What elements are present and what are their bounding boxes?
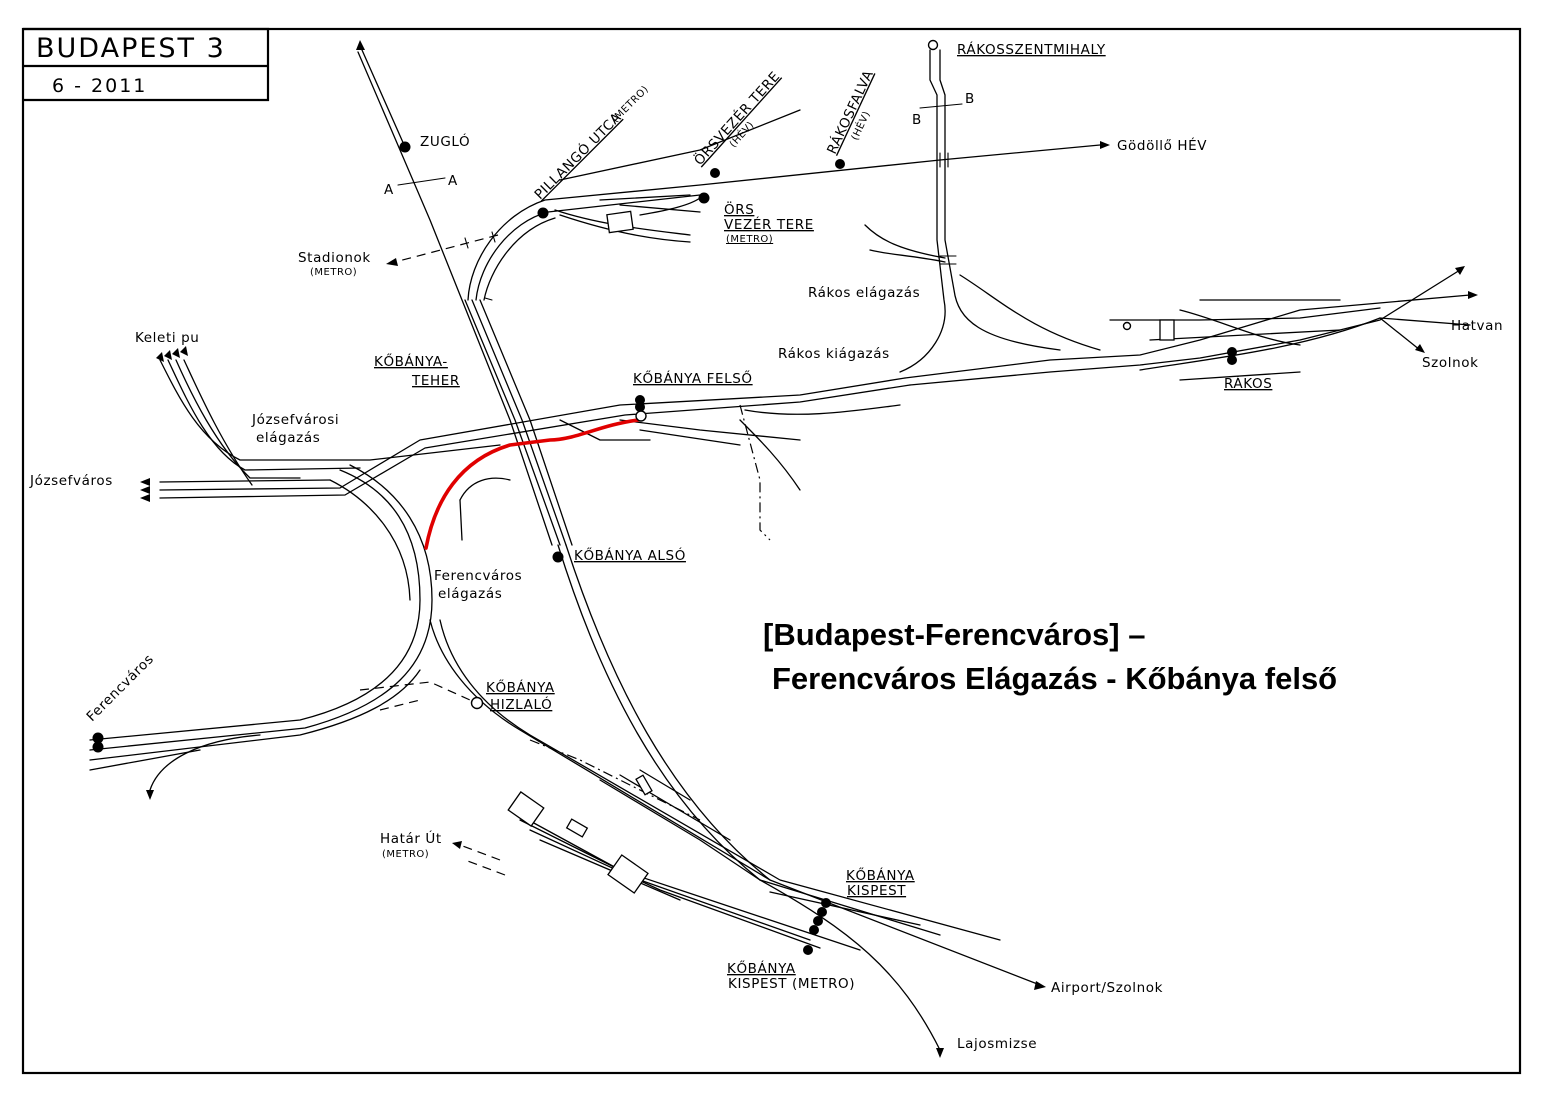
- track-network: [89, 40, 1478, 1058]
- station-dot-kobanya-hizlalo: [470, 696, 484, 710]
- station-dot-rakosfalva: [835, 159, 845, 169]
- label-hatvan: Hatvan: [1451, 318, 1503, 334]
- label-jozsefvarosi-2: elágazás: [256, 430, 320, 446]
- label-ors-vezer-2: VEZÉR TERE: [724, 216, 814, 233]
- station-dot-kobanya-felso-1: [635, 395, 645, 405]
- label-jozsefvarosi-1: Józsefvárosi: [251, 412, 339, 428]
- label-zuglo: ZUGLÓ: [420, 132, 470, 150]
- label-ferencvaros-el-1: Ferencváros: [434, 568, 522, 584]
- label-stadionok: Stadionok: [298, 250, 371, 266]
- label-kobanya-teher-1: KŐBÁNYA-: [374, 352, 448, 370]
- buildings: [507, 210, 1175, 894]
- depot-building-ors: [606, 210, 634, 234]
- map-date: 6 - 2011: [52, 75, 147, 97]
- label-kobanya-kispest-1: KŐBÁNYA: [846, 866, 915, 884]
- highlighted-route: [424, 418, 640, 550]
- label-ors-vezer-1: ÖRS: [724, 200, 754, 218]
- building-kispest-3: [607, 854, 649, 894]
- caption-line-1: [Budapest-Ferencváros] –: [763, 617, 1145, 652]
- label-ferencvaros: Ferencváros: [84, 651, 158, 725]
- station-dot-kispest-4: [809, 925, 819, 935]
- station-dot-kobanya-felso-2: [635, 402, 645, 412]
- map-border: [21, 27, 1522, 1075]
- label-pillango-metro: (METRO): [610, 84, 651, 125]
- station-dot-rakos-signal: [1122, 321, 1132, 331]
- label-rakos-elagazas: Rákos elágazás: [808, 285, 920, 301]
- label-kobanya-felso: KŐBÁNYA FELSŐ: [633, 369, 753, 387]
- label-section-a1: A: [384, 182, 394, 198]
- label-ors-vezer-3: (METRO): [726, 234, 773, 245]
- station-dot-kobanya-also: [552, 551, 564, 563]
- building-kispest-4: [635, 774, 653, 796]
- station-dot-zuglo: [399, 141, 411, 153]
- building-kispest-2: [565, 818, 589, 838]
- label-pillango-utca: PILLANGÓ UTCA: [530, 108, 625, 203]
- label-kobanya-also: KŐBÁNYA ALSÓ: [574, 546, 686, 564]
- station-dot-rakos-2: [1227, 355, 1237, 365]
- label-keleti-pu: Keleti pu: [135, 330, 199, 346]
- station-dot-ferencvaros-2: [92, 741, 104, 753]
- station-dot-ferencvaros-1: [92, 732, 104, 744]
- label-airport-szolnok: Airport/Szolnok: [1051, 980, 1163, 996]
- station-dot-kispest-1: [821, 898, 831, 908]
- route-caption: [Budapest-Ferencváros] – Ferencváros Elá…: [763, 617, 1337, 696]
- label-stadionok-metro: (METRO): [310, 267, 357, 278]
- station-dot-rakos-1: [1227, 347, 1237, 357]
- station-dot-kispest-3: [813, 916, 823, 926]
- label-kispest-metro-1: KŐBÁNYA: [727, 959, 796, 977]
- station-dot-kobanya-felso-3: [635, 410, 647, 422]
- label-section-b1: B: [912, 112, 922, 128]
- label-kobanya-hizlalo-2: HIZLALÓ: [490, 695, 552, 713]
- label-rakosfalva: RÁKOSFALVA: [823, 67, 877, 157]
- map-labels: ZUGLÓ RÁKOSSZENTMIHALY PILLANGÓ UTCA (ME…: [29, 41, 1503, 1052]
- label-szolnok: Szolnok: [1422, 355, 1479, 371]
- label-ferencvaros-el-2: elágazás: [438, 586, 502, 602]
- station-markers: [92, 39, 1237, 955]
- label-kispest-metro-2: KISPEST (METRO): [728, 976, 855, 992]
- title-box: BUDAPEST 3 6 - 2011: [23, 27, 270, 102]
- label-hatar-ut: Határ Út: [380, 829, 442, 847]
- station-dot-kispest-metro: [803, 945, 813, 955]
- station-dot-orsvezer-hev: [710, 168, 720, 178]
- station-dot-pillango-utca: [537, 207, 549, 219]
- label-kobanya-hizlalo-1: KŐBÁNYA: [486, 678, 555, 696]
- label-kobanya-teher-2: TEHER: [411, 373, 460, 389]
- label-section-a2: A: [448, 173, 458, 189]
- label-rakos: RÁKOS: [1224, 375, 1272, 392]
- station-dot-kispest-2: [817, 907, 827, 917]
- map-title: BUDAPEST 3: [36, 33, 226, 64]
- label-godollo-hev: Gödöllő HÉV: [1117, 137, 1207, 154]
- caption-line-2: Ferencváros Elágazás - Kőbánya felső: [772, 661, 1337, 696]
- label-orsvezer-hev: ÖRSVEZÉR TERE: [690, 67, 784, 168]
- label-rakos-kiagazas: Rákos kiágazás: [778, 346, 890, 362]
- building-rakos: [1159, 319, 1175, 341]
- building-kispest-1: [507, 791, 545, 827]
- label-kobanya-kispest-2: KISPEST: [847, 883, 906, 899]
- label-section-b2: B: [965, 91, 975, 107]
- station-dot-rakosszentmihaly: [927, 39, 939, 51]
- label-rakosszentmihaly: RÁKOSSZENTMIHALY: [957, 41, 1106, 58]
- station-dot-ors-vezer-tere: [698, 192, 710, 204]
- label-lajosmizse: Lajosmizse: [957, 1036, 1037, 1052]
- label-hatar-ut-metro: (METRO): [382, 849, 429, 860]
- label-jozsefvaros: Józsefváros: [29, 473, 113, 489]
